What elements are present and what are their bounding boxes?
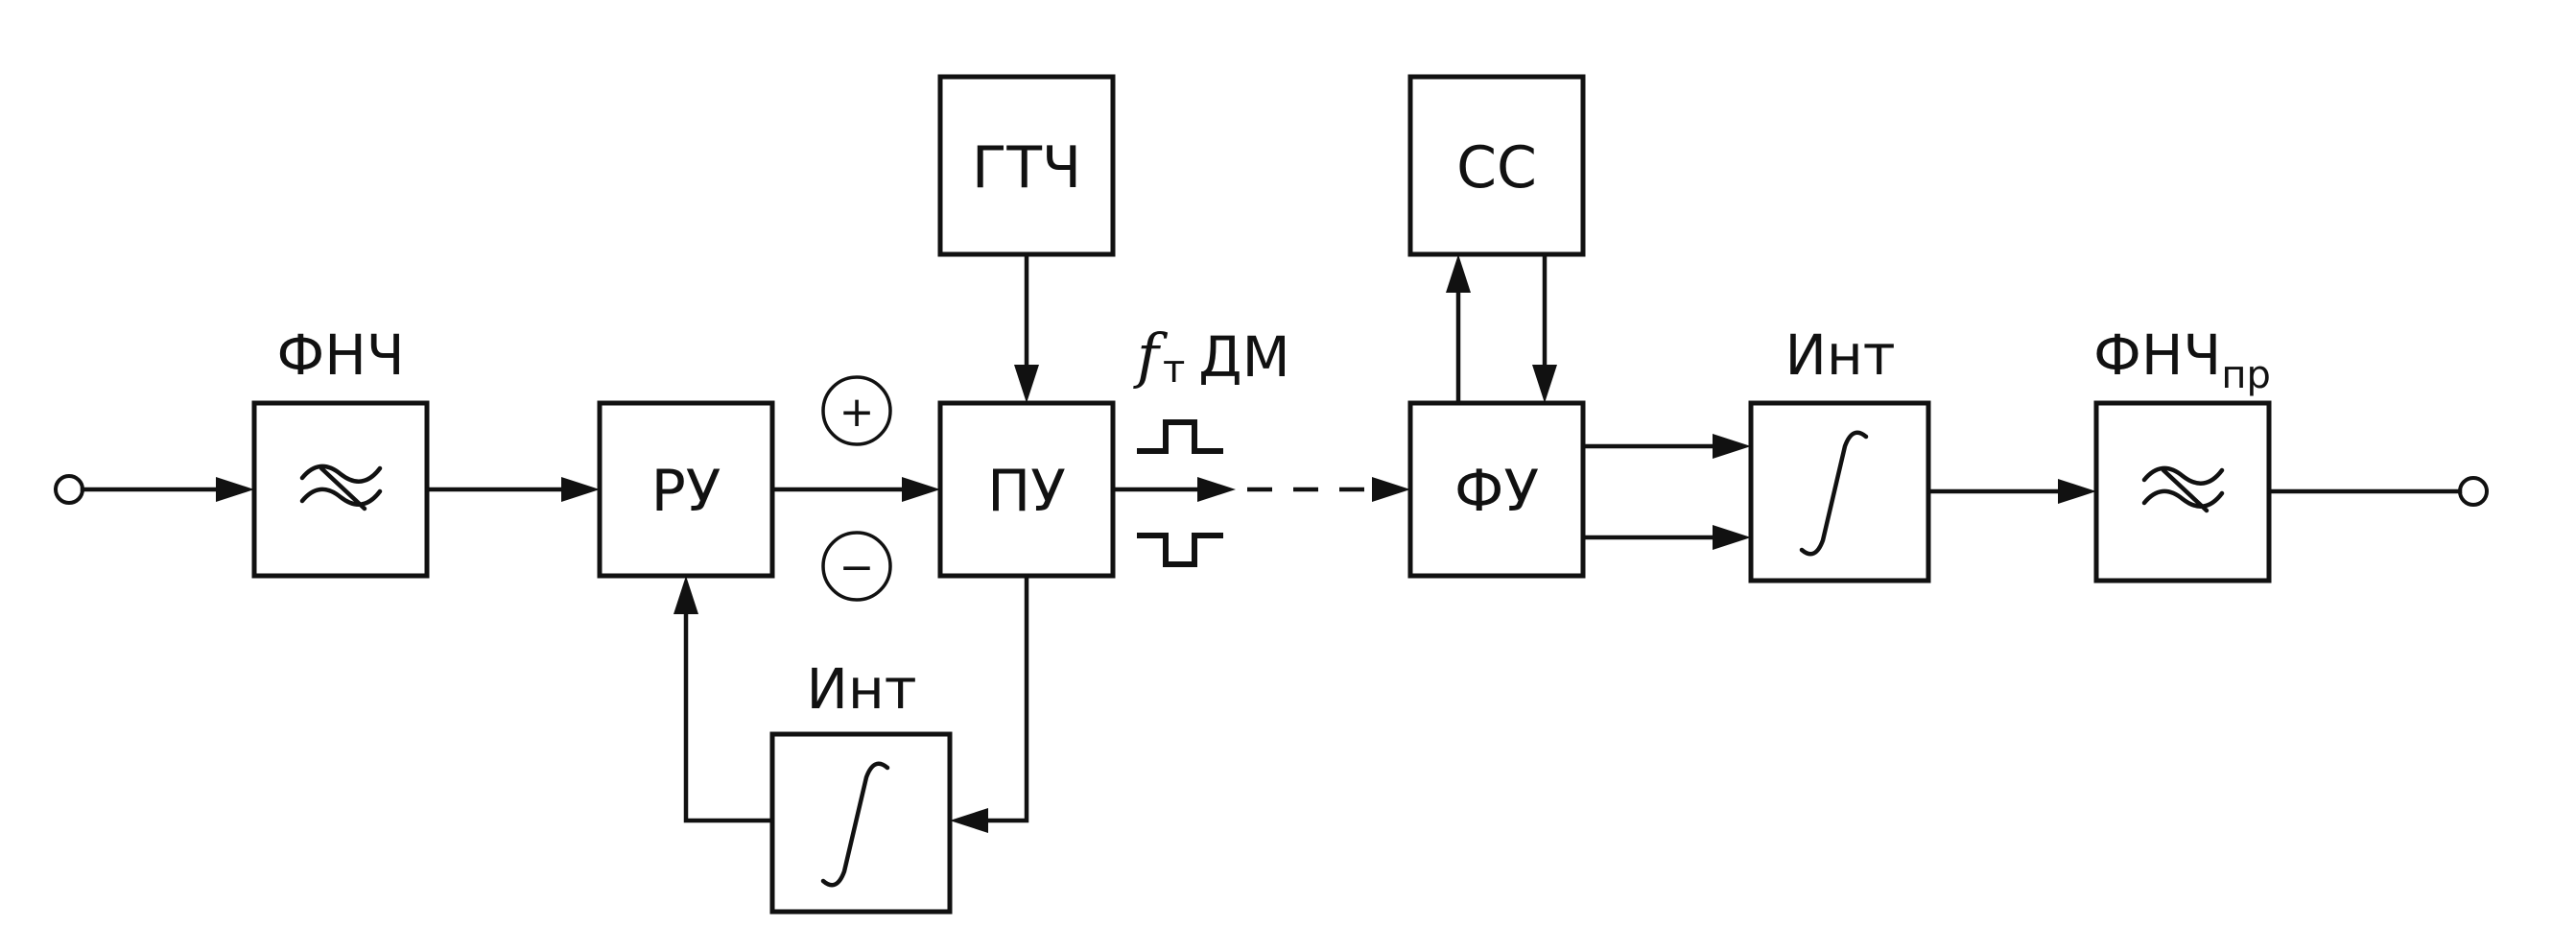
output-terminal[interactable] [2458, 476, 2489, 507]
integral-icon [1799, 430, 1869, 557]
minus-sign-marker: − [821, 531, 892, 602]
lowpass-filter-input-block[interactable] [251, 400, 430, 579]
plus-sign-marker: + [821, 375, 892, 446]
integrator-output-label: Инт [1784, 322, 1895, 388]
integrator-output-block[interactable] [1748, 400, 1931, 583]
ru-block[interactable]: РУ [597, 400, 775, 579]
integrator-feedback-block[interactable] [769, 731, 953, 915]
gtch-block-label: ГТЧ [972, 134, 1081, 202]
pu-block[interactable]: ПУ [937, 400, 1116, 579]
gtch-block[interactable]: ГТЧ [937, 74, 1116, 257]
ru-block-label: РУ [651, 458, 721, 525]
lowpass-filter-input-label: ФНЧ [276, 322, 404, 388]
lowpass-filter-icon [299, 464, 383, 512]
fu-block[interactable]: ФУ [1407, 400, 1586, 579]
pu-block-label: ПУ [987, 458, 1066, 525]
lowpass-filter-output-block[interactable] [2093, 400, 2272, 583]
pulse-waveform-icon [1137, 419, 1223, 567]
integrator-feedback-label: Инт [806, 656, 916, 722]
lowpass-filter-output-label: ФНЧпр [2093, 322, 2271, 397]
ss-block[interactable]: СС [1407, 74, 1586, 257]
input-terminal[interactable] [54, 474, 84, 505]
signal-wires [80, 251, 2463, 833]
integral-icon [820, 761, 890, 888]
ss-block-label: СС [1456, 134, 1537, 202]
fu-block-label: ФУ [1454, 458, 1539, 525]
lowpass-filter-icon [2141, 465, 2225, 513]
svg-text:−: − [839, 543, 875, 592]
svg-text:+: + [839, 388, 875, 437]
